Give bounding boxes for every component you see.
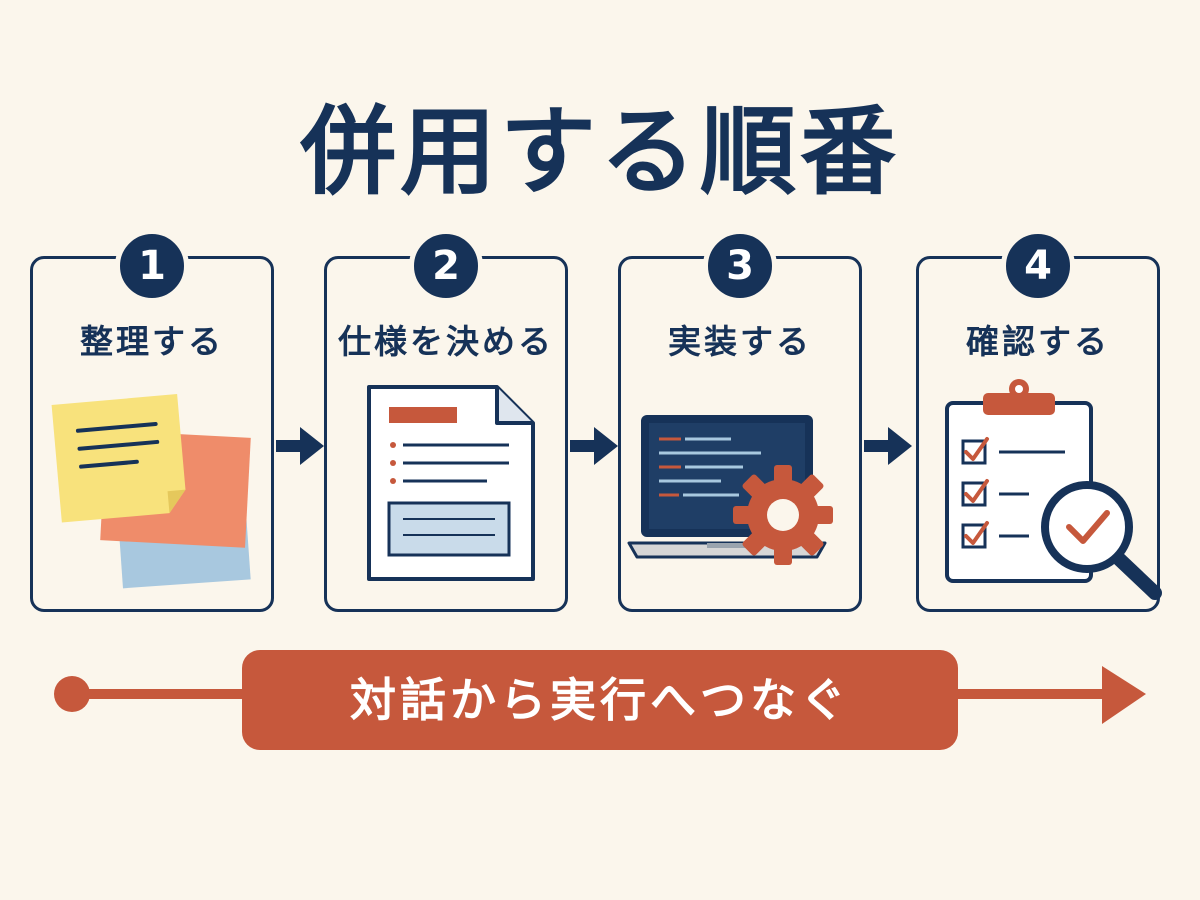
page-title: 併用する順番	[300, 96, 900, 208]
spec-document-icon	[327, 379, 565, 607]
step-card-2: 2 仕様を決める	[324, 229, 568, 612]
flow-arrow-icon	[276, 427, 324, 465]
flow-arrow-icon	[570, 427, 618, 465]
step-card-3: 3 実装する	[618, 229, 862, 612]
banner-text: 対話から実行へつなぐ	[350, 673, 850, 727]
step-number-badge: 4	[1001, 229, 1075, 303]
step-number-badge: 3	[703, 229, 777, 303]
laptop-gear-icon	[621, 379, 859, 607]
step-card-1: 1 整理する	[30, 229, 274, 612]
step-number-badge: 1	[115, 229, 189, 303]
step-label: 整理する	[80, 322, 224, 361]
flow-arrow-icon	[864, 427, 912, 465]
step-card-4: 4 確認する	[916, 229, 1162, 612]
step-label: 仕様を決める	[338, 322, 554, 361]
step-label: 実装する	[668, 322, 812, 361]
checklist-magnifier-icon	[919, 379, 1162, 607]
step-label: 確認する	[966, 322, 1110, 361]
summary-banner: 対話から実行へつなぐ	[242, 650, 958, 750]
sticky-notes-icon	[33, 379, 271, 607]
step-number-badge: 2	[409, 229, 483, 303]
